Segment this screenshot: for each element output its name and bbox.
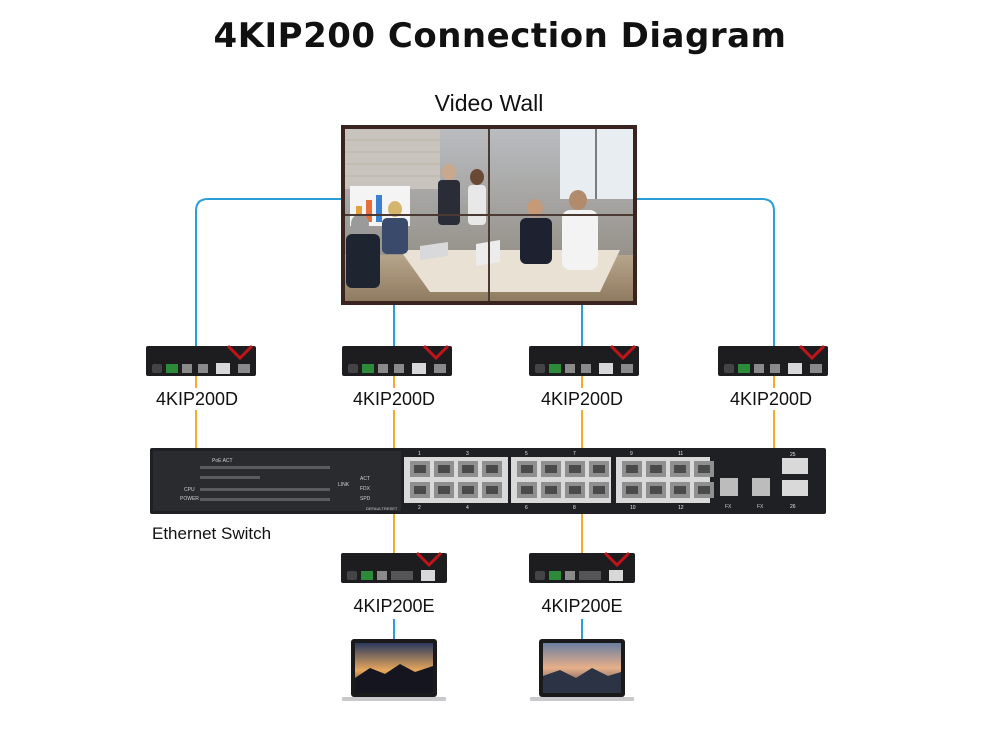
port-number-top: 25 [790, 452, 796, 458]
rj45-port-socket [521, 486, 533, 494]
rj45-port-socket [438, 486, 450, 494]
rj45-port-socket [626, 465, 638, 473]
laptop-1 [342, 639, 446, 701]
rj45-port-socket [698, 486, 710, 494]
port-number-top: 7 [573, 451, 576, 457]
rj45-port-socket [486, 486, 498, 494]
switch-spd-label: SPD [360, 496, 371, 502]
sfp-label-2: FX [757, 504, 764, 510]
ethernet-switch-label: Ethernet Switch [152, 524, 272, 543]
decoder-device-1 [146, 344, 256, 376]
switch-power-label: POWER [180, 496, 199, 502]
port-number-bottom: 10 [630, 505, 636, 511]
port-number-bottom: 8 [573, 505, 576, 511]
port-number-bottom: 4 [466, 505, 469, 511]
video-wall [341, 125, 637, 305]
rj45-port-socket [545, 465, 557, 473]
port-number-top: 1 [418, 451, 421, 457]
rj45-port-socket [650, 465, 662, 473]
rj45-port-socket [462, 465, 474, 473]
hdmi-cables [195, 198, 775, 639]
rj45-port-socket [674, 486, 686, 494]
port-number-bottom: 12 [678, 505, 684, 511]
switch-link-label: LINK [338, 482, 350, 488]
sfp-label-1: FX [725, 504, 732, 510]
port-number-bottom: 6 [525, 505, 528, 511]
switch-act-label: ACT [360, 476, 370, 482]
rj45-port-socket [521, 465, 533, 473]
decoder-device-3 [529, 344, 639, 376]
diagram-title: 4KIP200 Connection Diagram [213, 16, 787, 56]
decoder-label-4: 4KIP200D [729, 389, 813, 409]
rj45-port-socket [545, 486, 557, 494]
port-number-top: 5 [525, 451, 528, 457]
switch-cpu-label: CPU [184, 487, 195, 493]
switch-default-label: DEFAULT [366, 506, 384, 511]
rj45-port-socket [650, 486, 662, 494]
encoder-device-1 [341, 551, 447, 583]
ethernet-switch: PoE ACT CPU POWER LINK ACT FDX SPD DEFAU… [150, 448, 826, 514]
port-number-top: 11 [678, 451, 683, 457]
encoder-units [341, 551, 635, 583]
rj45-port-socket [593, 486, 605, 494]
rj45-port-socket [462, 486, 474, 494]
rj45-port-socket [593, 465, 605, 473]
encoder-device-2 [529, 551, 635, 583]
rj45-port-socket [698, 465, 710, 473]
hdmi-cable-1 [195, 198, 343, 346]
encoder-label-1: 4KIP200E [353, 596, 435, 616]
rj45-port-socket [438, 465, 450, 473]
switch-poe-act-label: PoE ACT [212, 458, 233, 464]
hdmi-cable-4 [636, 198, 775, 346]
rj45-port-socket [569, 465, 581, 473]
decoder-label-3: 4KIP200D [540, 389, 624, 409]
decoder-device-2 [342, 344, 452, 376]
decoder-device-4 [718, 344, 828, 376]
rj45-port-socket [674, 465, 686, 473]
ethernet-cables [195, 376, 775, 555]
decoder-units [146, 344, 828, 376]
port-number-bottom: 2 [418, 505, 421, 511]
rj45-port-socket [414, 465, 426, 473]
decoder-label-2: 4KIP200D [352, 389, 436, 409]
decoder-label-1: 4KIP200D [155, 389, 239, 409]
port-number-top: 9 [630, 451, 633, 457]
encoder-label-2: 4KIP200E [541, 596, 623, 616]
port-number-top: 3 [466, 451, 469, 457]
rj45-port-socket [626, 486, 638, 494]
laptop-2 [530, 639, 634, 701]
rj45-port-socket [486, 465, 498, 473]
video-wall-label: Video Wall [434, 90, 544, 116]
switch-reset-label: RESET [384, 506, 398, 511]
switch-fdx-label: FDX [360, 486, 371, 492]
port-number-bottom: 26 [790, 504, 796, 510]
rj45-port-socket [569, 486, 581, 494]
rj45-port-socket [414, 486, 426, 494]
